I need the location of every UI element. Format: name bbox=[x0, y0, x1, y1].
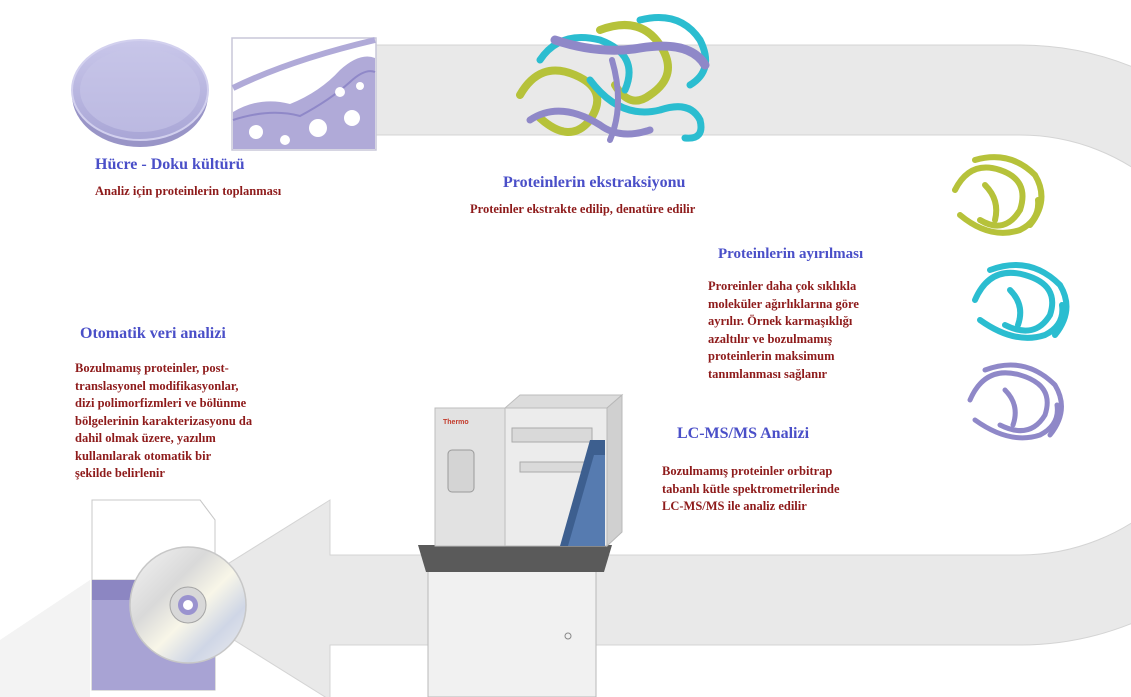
separation-desc-line: moleküler ağırlıklarına göre bbox=[708, 296, 859, 311]
analysis-desc-line: dahil olmak üzere, yazılım bbox=[75, 431, 216, 445]
analysis-desc-line: kullanılarak otomatik bir bbox=[75, 448, 212, 463]
separation-desc: Proreinler daha çok sıklıkla moleküler a… bbox=[708, 278, 859, 383]
analysis-desc-line: dizi polimorfizmleri ve bölünme bbox=[75, 396, 247, 410]
separation-desc-line: tanımlanması sağlanır bbox=[708, 366, 828, 381]
protein-tangle-icon bbox=[516, 14, 710, 143]
instrument-brand-label: Thermo bbox=[443, 419, 469, 426]
separation-desc-line: proteinlerin maksimum bbox=[708, 349, 835, 363]
culture-title: Hücre - Doku kültürü bbox=[95, 156, 245, 173]
tissue-culture-icon bbox=[231, 37, 377, 151]
analysis-desc-line: Bozulmamış proteinler, post- bbox=[75, 361, 229, 375]
arrow-shadow bbox=[0, 580, 90, 697]
analysis-title: Otomatik veri analizi bbox=[80, 325, 226, 342]
separation-desc-line: ayrılır. Örnek karmaşıklığı bbox=[708, 314, 853, 328]
lcms-desc-line: LC-MS/MS ile analiz edilir bbox=[662, 499, 807, 513]
analysis-desc-line: translasyonel modifikasyonlar, bbox=[75, 378, 239, 393]
extraction-desc: Proteinler ekstrakte edilip, denatüre ed… bbox=[470, 202, 696, 216]
mass-spectrometer-icon: Thermo bbox=[418, 393, 624, 697]
lcms-title: LC-MS/MS Analizi bbox=[677, 425, 810, 442]
analysis-desc: Bozulmamış proteinler, post- translasyon… bbox=[75, 360, 252, 483]
separation-desc-line: azaltılır ve bozulmamış bbox=[708, 331, 833, 346]
separation-title: Proteinlerin ayırılması bbox=[718, 246, 864, 262]
culture-desc: Analiz için proteinlerin toplanması bbox=[95, 184, 282, 198]
analysis-desc-line: şekilde belirlenir bbox=[75, 466, 165, 480]
petri-dish-icon bbox=[71, 39, 209, 147]
protein-lavender-group-icon bbox=[955, 345, 1075, 465]
protein-cyan-group-icon bbox=[960, 245, 1080, 365]
lcms-desc: Bozulmamış proteinler orbitrap tabanlı k… bbox=[662, 463, 840, 516]
lcms-desc-line: tabanlı kütle spektrometrilerinde bbox=[662, 481, 840, 496]
separation-desc-line: Proreinler daha çok sıklıkla bbox=[708, 279, 857, 293]
analysis-desc-line: bölgelerinin karakterizasyonu da bbox=[75, 413, 253, 428]
cd-disc-icon bbox=[129, 546, 247, 664]
lcms-desc-line: Bozulmamış proteinler orbitrap bbox=[662, 464, 833, 478]
extraction-title: Proteinlerin ekstraksiyonu bbox=[503, 174, 686, 191]
protein-lime-group-icon bbox=[937, 142, 1053, 258]
